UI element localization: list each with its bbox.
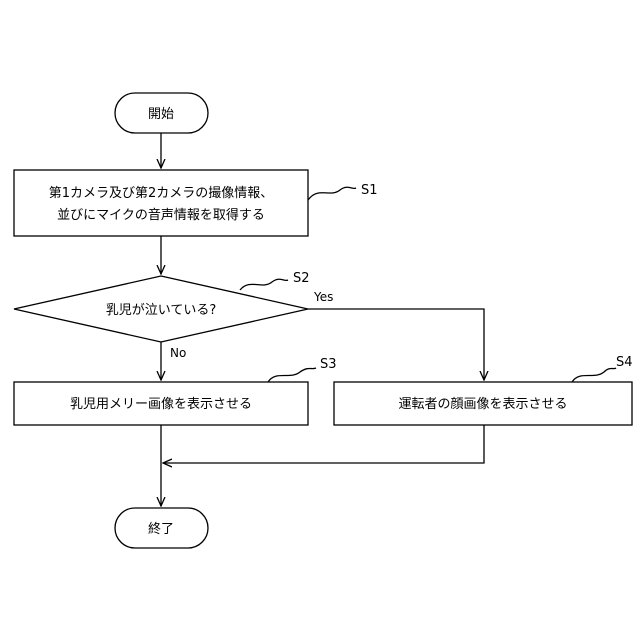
s2-step-label: S2: [293, 271, 310, 286]
arrow-s4-merge: [163, 425, 484, 463]
yes-branch-label: Yes: [313, 290, 333, 304]
s1-line2: 並びにマイクの音声情報を取得する: [57, 207, 265, 223]
s3-leader: [268, 368, 316, 382]
s1-step-label: S1: [361, 183, 378, 198]
start-label: 開始: [148, 107, 174, 122]
no-branch-label: No: [170, 346, 186, 360]
s4-label: 運転者の顔画像を表示させる: [398, 397, 567, 412]
s4-leader: [572, 368, 616, 382]
s1-leader: [308, 187, 356, 200]
s3-step-label: S3: [320, 357, 337, 372]
s3-label: 乳児用メリー画像を表示させる: [70, 397, 252, 412]
end-label: 終了: [148, 521, 174, 537]
s4-step-label: S4: [616, 355, 633, 370]
s2-label: 乳児が泣いている?: [106, 303, 217, 318]
s1-line1: 第1カメラ及び第2カメラの撮像情報、: [49, 185, 274, 201]
s2-leader: [240, 279, 288, 290]
s1-process-box: [14, 170, 308, 236]
